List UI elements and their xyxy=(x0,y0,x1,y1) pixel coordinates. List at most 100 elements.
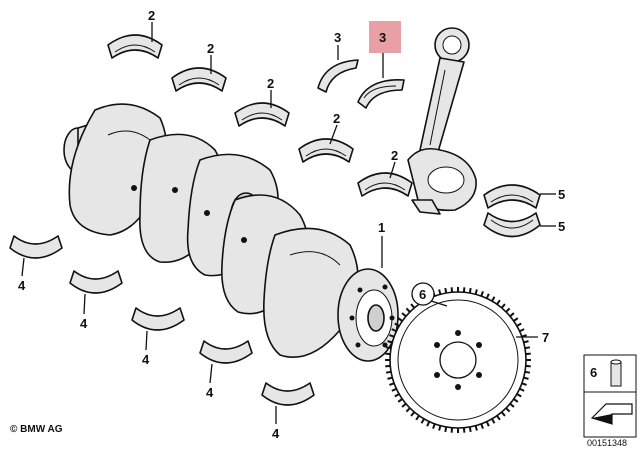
callout-2-d: 2 xyxy=(333,111,340,126)
gear-tooth xyxy=(485,421,490,427)
gear-tooth xyxy=(468,287,472,294)
bearing-shell-upper[interactable] xyxy=(107,34,163,59)
gear-tooth xyxy=(444,426,448,433)
gear-tooth xyxy=(474,289,478,295)
bearing-shell-upper[interactable] xyxy=(298,138,354,163)
leader-6 xyxy=(430,300,448,307)
callout-3-a: 3 xyxy=(334,30,341,45)
gear-tooth xyxy=(491,296,496,302)
bearing-shell-lower[interactable] xyxy=(9,235,63,259)
legend-label: 6 xyxy=(590,365,597,380)
bearing-shell-lower[interactable] xyxy=(199,340,253,364)
screw-icon xyxy=(610,359,622,387)
callout-7: 7 xyxy=(542,330,549,345)
gear-tooth xyxy=(391,328,397,333)
conrod-bearing-lower[interactable] xyxy=(483,212,541,238)
gear-tooth xyxy=(500,303,506,309)
gear-tooth xyxy=(444,287,448,294)
gear-tooth xyxy=(524,346,531,350)
callout-leaders-4 xyxy=(21,257,277,424)
callout-1: 1 xyxy=(378,220,385,235)
gear-tooth xyxy=(509,312,515,318)
gear-tooth xyxy=(397,317,403,322)
copyright-text: © BMW AG xyxy=(10,424,63,435)
thrust-bearing-plain[interactable] xyxy=(317,59,359,93)
gear-tooth xyxy=(432,423,436,429)
gear-tooth xyxy=(513,317,519,322)
gear-tooth xyxy=(387,376,393,380)
bearing-shell-lower[interactable] xyxy=(69,270,123,294)
gear-tooth xyxy=(505,407,511,413)
gear-tooth xyxy=(474,425,478,431)
gear-tooth xyxy=(496,415,501,421)
gear-tooth xyxy=(394,393,400,398)
bearing-shell-lower[interactable] xyxy=(131,307,185,331)
diagram-number: 00151348 xyxy=(587,438,627,448)
gear-tooth xyxy=(485,293,490,299)
gear-tooth xyxy=(480,291,484,297)
gear-tooth xyxy=(401,312,407,318)
bearing-shell-upper[interactable] xyxy=(357,172,413,197)
screw-callout-circle xyxy=(411,282,435,306)
gear-tooth xyxy=(410,411,416,417)
callout-5-a: 5 xyxy=(558,187,565,202)
lower-bearing-shells xyxy=(9,235,315,406)
highlight-box xyxy=(369,21,401,53)
callout-2-c: 2 xyxy=(267,76,274,91)
gear-tooth xyxy=(438,425,442,431)
callout-2-a: 2 xyxy=(148,8,155,23)
callout-leaders-2 xyxy=(151,22,396,179)
callout-4-d: 4 xyxy=(206,385,214,400)
gear-tooth xyxy=(516,322,522,327)
callout-2-b: 2 xyxy=(207,41,214,56)
callout-6: 6 xyxy=(419,287,426,302)
connecting-rod[interactable] xyxy=(407,27,477,215)
gear-tooth xyxy=(491,418,496,424)
flywheel[interactable] xyxy=(385,287,531,433)
gear-tooth xyxy=(513,398,519,403)
upper-bearing-shells xyxy=(107,34,413,197)
callout-5-b: 5 xyxy=(558,219,565,234)
callout-2-e: 2 xyxy=(391,148,398,163)
gear-tooth xyxy=(468,426,472,433)
gear-tooth xyxy=(521,382,527,386)
callout-4-e: 4 xyxy=(272,426,280,441)
gear-tooth xyxy=(389,334,395,338)
bearing-shell-upper[interactable] xyxy=(171,67,227,92)
gear-tooth xyxy=(519,328,525,333)
callout-4-b: 4 xyxy=(80,316,88,331)
gear-tooth xyxy=(426,421,431,427)
arrow-icon xyxy=(590,403,633,425)
callout-4-a: 4 xyxy=(18,278,26,293)
gear-tooth xyxy=(516,393,522,398)
gear-tooth xyxy=(389,382,395,386)
gear-tooth xyxy=(387,340,393,344)
gear-tooth xyxy=(397,398,403,403)
bearing-shell-upper[interactable] xyxy=(234,102,290,127)
gear-tooth xyxy=(519,387,525,392)
gear-tooth xyxy=(496,299,501,305)
legend-box xyxy=(583,354,637,438)
gear-tooth xyxy=(391,387,397,392)
gear-tooth xyxy=(505,307,511,313)
thrust-bearing-highlighted[interactable] xyxy=(357,79,405,109)
callout-3-highlighted: 3 xyxy=(379,30,386,45)
conrod-bearing-upper[interactable] xyxy=(483,184,541,209)
gear-tooth xyxy=(523,376,529,380)
gear-tooth xyxy=(415,415,420,421)
gear-tooth xyxy=(394,322,400,327)
bearing-shell-lower[interactable] xyxy=(261,382,315,406)
gear-tooth xyxy=(500,411,506,417)
gear-tooth xyxy=(438,289,442,295)
gear-tooth xyxy=(420,418,425,424)
gear-tooth xyxy=(401,402,407,408)
gear-tooth xyxy=(385,370,392,374)
gear-tooth xyxy=(385,346,392,350)
gear-tooth xyxy=(509,402,515,408)
crankshaft[interactable] xyxy=(63,103,399,362)
callout-4-c: 4 xyxy=(142,352,150,367)
gear-tooth xyxy=(524,370,531,374)
gear-tooth xyxy=(523,340,529,344)
